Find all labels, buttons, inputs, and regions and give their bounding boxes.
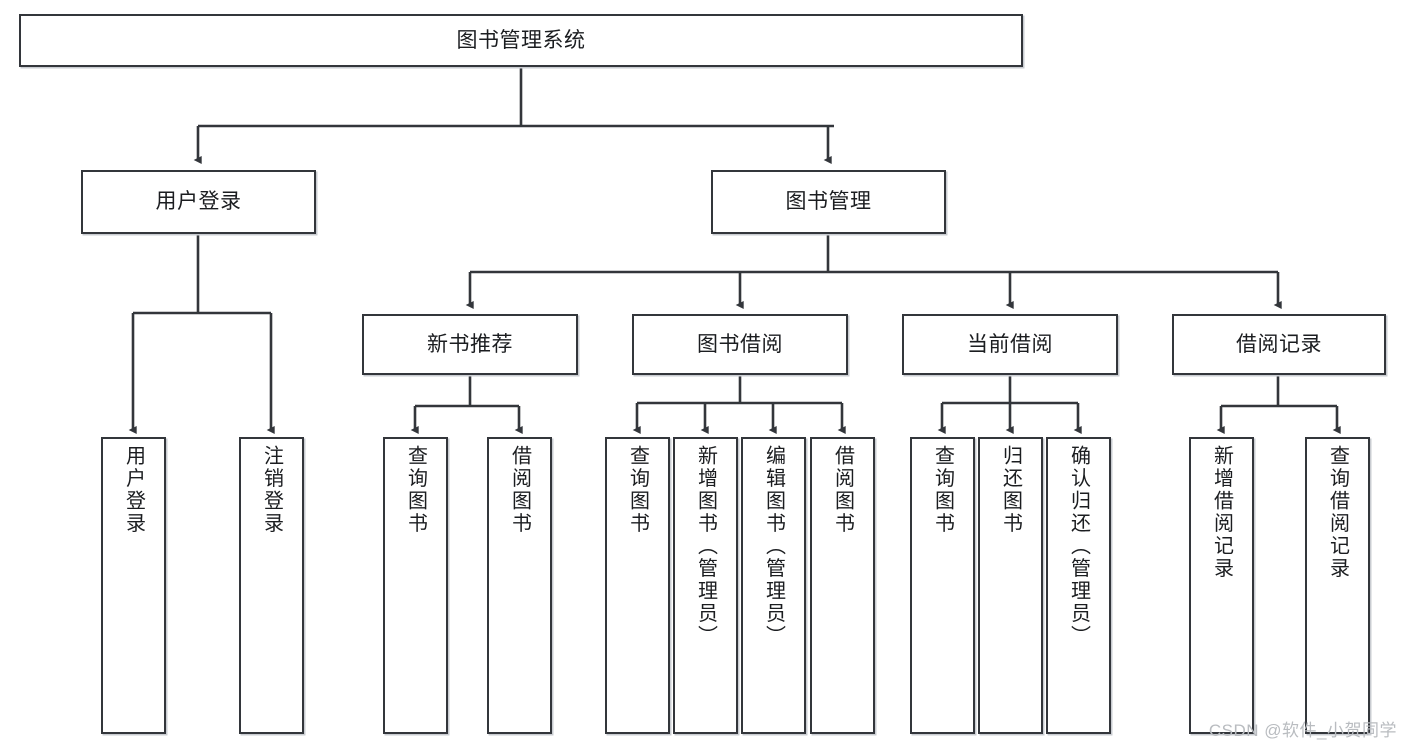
node-label: 借阅记录 xyxy=(1236,332,1322,356)
node-label: 新增图书（管理员） xyxy=(694,445,717,648)
node-leaf-confirm-return[interactable]: 确认归还（管理员） xyxy=(1046,437,1111,734)
node-label: 当前借阅 xyxy=(967,332,1053,356)
node-current-borrow[interactable]: 当前借阅 xyxy=(902,314,1118,375)
node-label: 查询借阅记录 xyxy=(1326,445,1349,580)
node-label: 确认归还（管理员） xyxy=(1067,445,1090,648)
node-label: 图书管理系统 xyxy=(456,28,586,52)
node-borrow-record[interactable]: 借阅记录 xyxy=(1172,314,1386,375)
node-label: 查询图书 xyxy=(626,445,649,535)
node-label: 注销登录 xyxy=(260,445,283,535)
node-leaf-query-book-1[interactable]: 查询图书 xyxy=(383,437,448,734)
node-root-book-management-system[interactable]: 图书管理系统 xyxy=(19,14,1023,67)
node-label: 查询图书 xyxy=(404,445,427,535)
node-label: 借阅图书 xyxy=(508,445,531,535)
node-book-management[interactable]: 图书管理 xyxy=(711,170,946,234)
node-label: 图书借阅 xyxy=(697,332,783,356)
node-leaf-logout[interactable]: 注销登录 xyxy=(239,437,304,734)
node-label: 新书推荐 xyxy=(427,332,513,356)
node-label: 新增借阅记录 xyxy=(1210,445,1233,580)
node-leaf-add-record[interactable]: 新增借阅记录 xyxy=(1189,437,1254,734)
node-label: 借阅图书 xyxy=(831,445,854,535)
node-label: 用户登录 xyxy=(155,190,242,214)
node-leaf-query-book-2[interactable]: 查询图书 xyxy=(605,437,670,734)
node-new-book-recommend[interactable]: 新书推荐 xyxy=(362,314,578,375)
node-label: 编辑图书（管理员） xyxy=(762,445,785,648)
node-label: 用户登录 xyxy=(122,445,145,535)
node-leaf-user-login[interactable]: 用户登录 xyxy=(101,437,166,734)
node-leaf-edit-book[interactable]: 编辑图书（管理员） xyxy=(741,437,806,734)
node-leaf-query-book-3[interactable]: 查询图书 xyxy=(910,437,975,734)
node-book-borrow[interactable]: 图书借阅 xyxy=(632,314,848,375)
node-label: 查询图书 xyxy=(931,445,954,535)
node-leaf-borrow-book-1[interactable]: 借阅图书 xyxy=(487,437,552,734)
node-leaf-query-record[interactable]: 查询借阅记录 xyxy=(1305,437,1370,734)
node-label: 图书管理 xyxy=(785,190,872,214)
node-user-login[interactable]: 用户登录 xyxy=(81,170,316,234)
node-label: 归还图书 xyxy=(999,445,1022,535)
node-leaf-return-book[interactable]: 归还图书 xyxy=(978,437,1043,734)
node-leaf-add-book[interactable]: 新增图书（管理员） xyxy=(673,437,738,734)
node-leaf-borrow-book-2[interactable]: 借阅图书 xyxy=(810,437,875,734)
